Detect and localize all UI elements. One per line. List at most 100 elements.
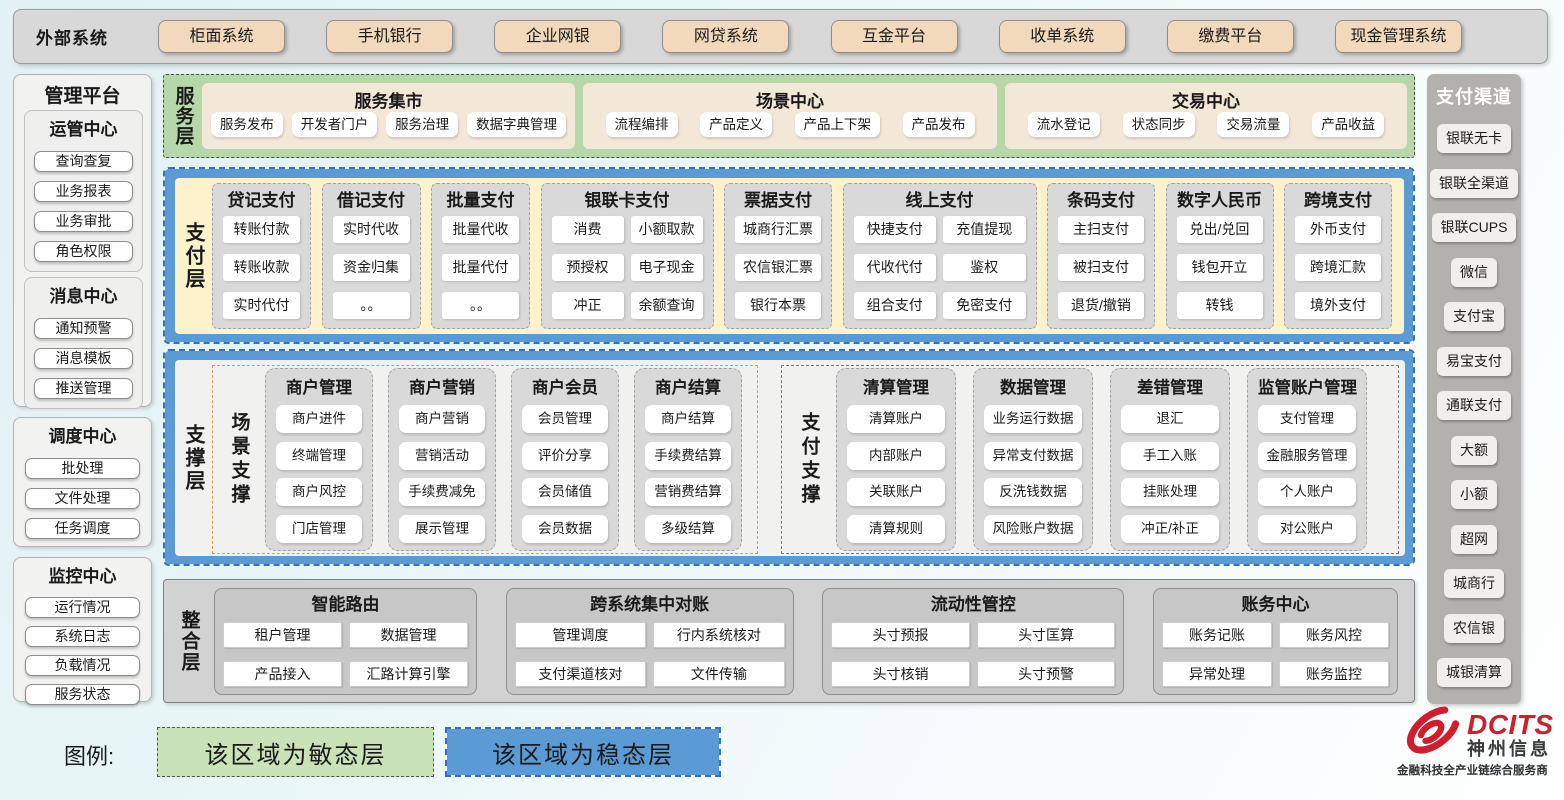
payment-column-items: 批量代收批量代付。。 bbox=[442, 216, 519, 319]
payment-column-items: 主扫支付被扫支付退货/撤销 bbox=[1058, 216, 1144, 319]
service-item: 产品定义 bbox=[700, 112, 772, 137]
integration-item: 头寸核销 bbox=[831, 661, 970, 687]
payment-column: 贷记支付转账付款转账收款实时代付 bbox=[212, 183, 311, 329]
support-column: 商户结算商户结算手续费结算营销费结算多级结算 bbox=[634, 368, 742, 551]
integration-group-title: 账务中心 bbox=[1241, 595, 1310, 614]
integration-group-items: 账务记账账务风控异常处理账务监控 bbox=[1161, 622, 1389, 687]
support-item: 商户进件 bbox=[276, 405, 362, 433]
integration-item: 租户管理 bbox=[223, 622, 342, 648]
payment-item: 农信银汇票 bbox=[735, 254, 821, 281]
support-item: 手工入账 bbox=[1121, 441, 1219, 470]
support-item: 异常支付数据 bbox=[984, 441, 1082, 470]
payment-item: 兑出/兑回 bbox=[1176, 216, 1263, 243]
support-group-label: 支付支撑 bbox=[798, 411, 820, 508]
support-item: 展示管理 bbox=[399, 514, 485, 543]
left-panel-item: 负载情况 bbox=[25, 655, 140, 676]
support-item: 评价分享 bbox=[522, 441, 608, 470]
management-item: 消息模板 bbox=[34, 348, 133, 369]
support-column-items: 退汇手工入账挂账处理冲正/补正 bbox=[1121, 405, 1219, 543]
support-column-title: 清算管理 bbox=[863, 379, 929, 397]
external-system-button: 网贷系统 bbox=[662, 20, 790, 53]
external-system-button: 互金平台 bbox=[830, 20, 958, 53]
support-item: 手续费减免 bbox=[399, 478, 485, 506]
left-panel-item: 运行情况 bbox=[25, 597, 140, 618]
payment-item: 批量代收 bbox=[442, 216, 519, 243]
left-panel-title: 调度中心 bbox=[48, 427, 117, 446]
support-column-title: 监管账户管理 bbox=[1258, 379, 1357, 397]
support-item: 退汇 bbox=[1121, 405, 1219, 433]
support-layer: 支撑层 场景支撑商户管理商户进件终端管理商户风控门店管理商户营销商户营销营销活动… bbox=[163, 349, 1415, 566]
support-column-title: 数据管理 bbox=[1000, 379, 1066, 397]
payment-column-items: 实时代收资金归集。。 bbox=[332, 216, 410, 319]
support-item: 挂账处理 bbox=[1121, 478, 1219, 506]
management-platform-title: 管理平台 bbox=[44, 86, 121, 107]
payment-layer-panel: 支付层 贷记支付转账付款转账收款实时代付借记支付实时代收资金归集。。批量支付批量… bbox=[175, 178, 1404, 334]
left-panel-item: 任务调度 bbox=[25, 518, 140, 539]
payment-column-items: 城商行汇票农信银汇票银行本票 bbox=[735, 216, 821, 319]
support-group-label: 场景支撑 bbox=[228, 411, 250, 508]
payment-channel-button: 银联CUPS bbox=[1431, 213, 1517, 242]
payment-column-title: 票据支付 bbox=[744, 191, 812, 210]
integration-layer-label: 整合层 bbox=[178, 610, 200, 673]
management-group-title: 消息中心 bbox=[49, 287, 118, 306]
integration-group: 流动性管控头寸预报头寸匡算头寸核销头寸预警 bbox=[822, 588, 1125, 695]
left-panel-item: 服务状态 bbox=[25, 684, 140, 705]
support-item: 门店管理 bbox=[276, 514, 362, 543]
support-item: 营销活动 bbox=[399, 441, 485, 470]
support-group: 场景支撑商户管理商户进件终端管理商户风控门店管理商户营销商户营销营销活动手续费减… bbox=[212, 365, 758, 554]
service-item: 交易流量 bbox=[1217, 112, 1290, 137]
support-column-title: 差错管理 bbox=[1137, 379, 1203, 397]
support-column-items: 会员管理评价分享会员储值会员数据 bbox=[522, 405, 608, 543]
support-item: 关联账户 bbox=[847, 478, 945, 506]
integration-item: 账务风控 bbox=[1278, 622, 1389, 648]
payment-channel-button: 支付宝 bbox=[1444, 302, 1504, 331]
service-item: 产品收益 bbox=[1312, 112, 1385, 137]
payment-channel-button: 微信 bbox=[1451, 257, 1497, 287]
payment-column-items: 转账付款转账收款实时代付 bbox=[223, 216, 300, 319]
service-layer-groups: 服务集市服务发布开发者门户服务治理数据字典管理场景中心流程编排产品定义产品上下架… bbox=[202, 83, 1407, 149]
support-item: 终端管理 bbox=[276, 441, 362, 470]
support-column: 清算管理清算账户内部账户关联账户清算规则 bbox=[836, 368, 956, 551]
payment-item: 消费 bbox=[551, 216, 624, 243]
service-item: 流程编排 bbox=[605, 112, 678, 137]
support-column-items: 支付管理金融服务管理个人账户对公账户 bbox=[1258, 405, 1356, 543]
payment-item: 转账付款 bbox=[223, 216, 300, 243]
payment-item: 银行本票 bbox=[735, 292, 821, 319]
payment-item: 冲正 bbox=[551, 292, 624, 319]
support-layer-groups: 场景支撑商户管理商户进件终端管理商户风控门店管理商户营销商户营销营销活动手续费减… bbox=[212, 360, 1405, 556]
integration-group-title: 流动性管控 bbox=[930, 595, 1016, 614]
management-item: 通知预警 bbox=[34, 318, 133, 339]
service-group-title: 场景中心 bbox=[756, 92, 824, 111]
external-systems-label: 外部系统 bbox=[36, 29, 108, 48]
management-item: 业务审批 bbox=[34, 211, 133, 232]
payment-channel-button: 城银清算 bbox=[1437, 658, 1511, 687]
integration-item: 数据管理 bbox=[349, 622, 468, 648]
external-system-button: 企业网银 bbox=[494, 20, 622, 53]
integration-item: 支付渠道核对 bbox=[514, 661, 647, 687]
integration-group-items: 头寸预报头寸匡算头寸核销头寸预警 bbox=[831, 622, 1116, 687]
integration-item: 管理调度 bbox=[514, 622, 647, 648]
management-groups: 运管中心查询查复业务报表业务审批角色权限消息中心通知预警消息模板推送管理 bbox=[14, 110, 151, 409]
support-column-items: 商户结算手续费结算营销费结算多级结算 bbox=[645, 405, 731, 543]
payment-item: 主扫支付 bbox=[1058, 216, 1144, 243]
service-item: 数据字典管理 bbox=[467, 112, 567, 137]
payment-column-title: 批量支付 bbox=[446, 191, 515, 210]
service-item: 服务发布 bbox=[210, 112, 283, 137]
integration-item: 异常处理 bbox=[1161, 661, 1272, 687]
payment-item: 预授权 bbox=[551, 254, 624, 281]
payment-item: 快捷支付 bbox=[853, 216, 936, 243]
service-group: 场景中心流程编排产品定义产品上下架产品发布 bbox=[583, 83, 997, 149]
management-item: 业务报表 bbox=[34, 181, 133, 202]
support-item: 内部账户 bbox=[847, 441, 945, 470]
integration-item: 汇路计算引擎 bbox=[349, 661, 468, 687]
payment-item: 钱包开立 bbox=[1176, 254, 1263, 281]
integration-group-title: 智能路由 bbox=[311, 595, 380, 614]
payment-item: 代收代付 bbox=[853, 254, 936, 281]
payment-column-title: 贷记支付 bbox=[227, 191, 296, 210]
left-panel-item: 批处理 bbox=[25, 458, 140, 479]
payment-column: 银联卡支付消费小额取款预授权电子现金冲正余额查询 bbox=[540, 183, 714, 329]
management-item: 推送管理 bbox=[34, 378, 133, 399]
integration-group-title: 跨系统集中对账 bbox=[590, 595, 710, 614]
support-item: 会员管理 bbox=[522, 405, 608, 433]
